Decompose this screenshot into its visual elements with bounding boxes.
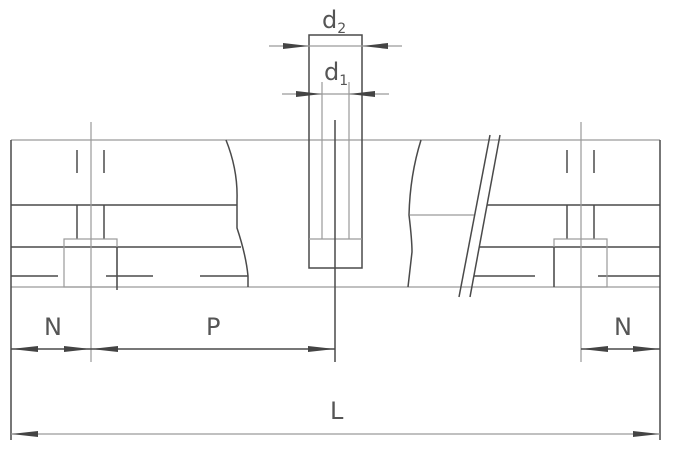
l-arrow-right <box>633 431 660 437</box>
branch-pipe <box>308 34 363 362</box>
d2-label: d2 <box>322 6 346 37</box>
dimension-n-left: N <box>11 313 91 352</box>
left-support <box>63 122 118 362</box>
n-left-label: N <box>44 313 62 341</box>
d1-arrow-right <box>349 91 375 97</box>
dimension-l: L <box>11 397 660 437</box>
break-curve-middle <box>407 139 422 288</box>
n-right-arrow-right <box>633 346 660 352</box>
l-arrow-left <box>11 431 38 437</box>
main-body <box>10 139 661 440</box>
break-slash-1 <box>458 134 491 298</box>
d1-label: d1 <box>324 58 348 89</box>
dimension-d2: d2 <box>269 6 402 49</box>
dimension-p: P <box>91 313 335 352</box>
d2-arrow-right <box>362 43 388 49</box>
n-left-arrow-right <box>64 346 91 352</box>
l-label: L <box>330 397 344 425</box>
n-right-arrow-left <box>581 346 608 352</box>
n-left-arrow-left <box>11 346 38 352</box>
dimension-n-right: N <box>581 313 660 352</box>
break-curve-left <box>225 139 249 287</box>
right-support <box>553 122 608 362</box>
n-right-label: N <box>614 313 632 341</box>
d1-arrow-left <box>296 91 322 97</box>
p-arrow-left <box>91 346 118 352</box>
p-label: P <box>206 313 220 341</box>
break-slash-2 <box>469 134 501 298</box>
break-lines <box>225 134 501 298</box>
p-arrow-right <box>308 346 335 352</box>
dimension-d1: d1 <box>282 58 389 97</box>
d2-arrow-left <box>283 43 309 49</box>
